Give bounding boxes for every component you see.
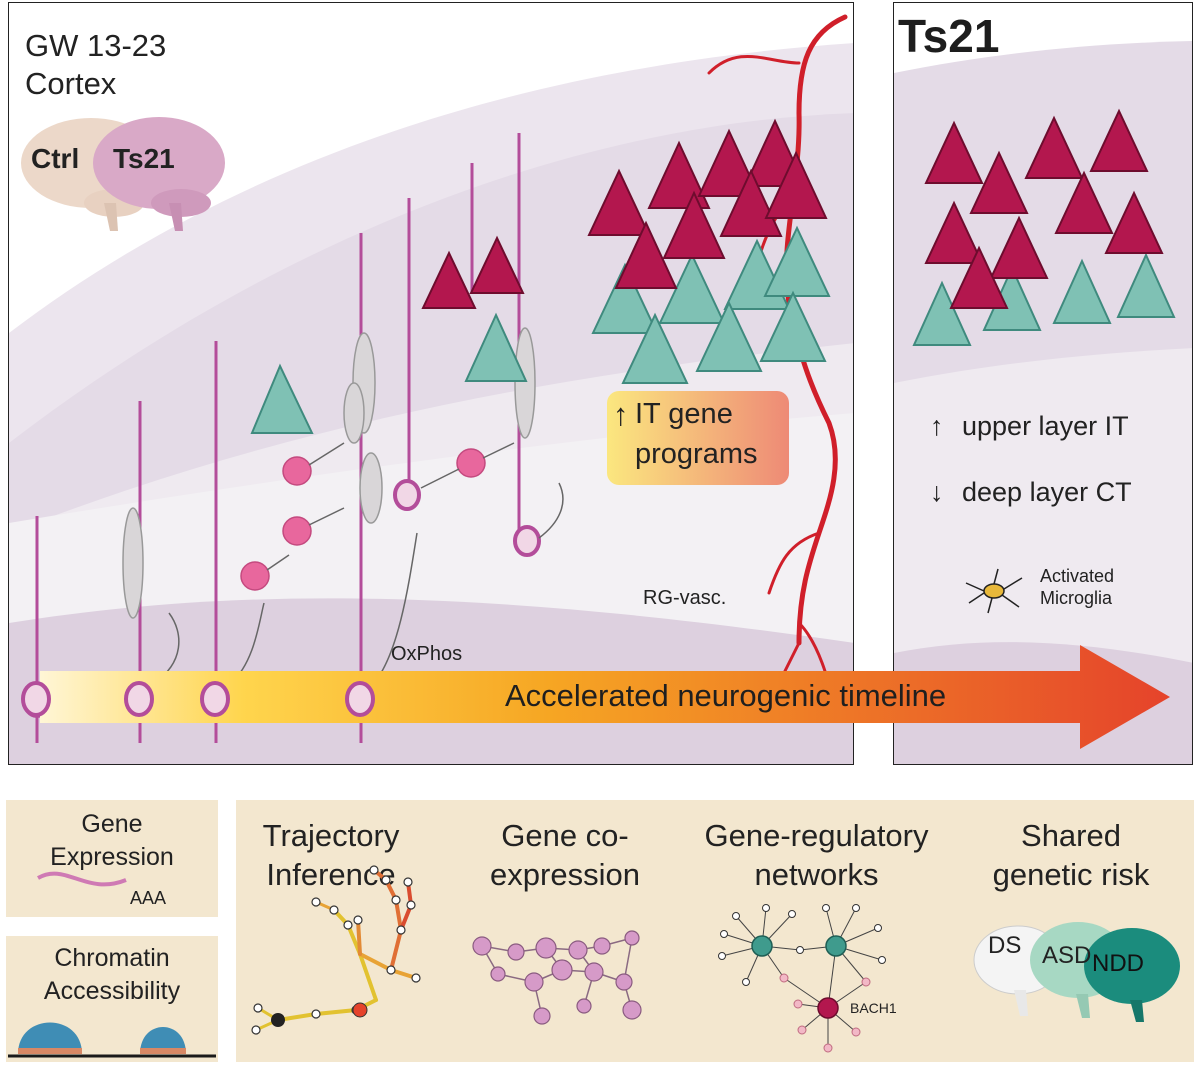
gene-expression-box: Gene Expression AAA	[6, 800, 218, 917]
brain-ts21-icon	[93, 117, 225, 231]
risk-brains-icon	[973, 922, 1180, 1022]
rg-vasc-label: RG-vasc.	[643, 587, 727, 609]
it-gene-line1: IT gene	[635, 398, 733, 430]
deep-layer-ct-label: deep layer CT	[962, 477, 1132, 507]
ts21-illustration	[894, 41, 1192, 764]
it-gene-line2: programs	[635, 438, 758, 470]
method-coexpression-line1: Gene co-	[501, 818, 629, 853]
upper-layer-it-label: upper layer IT	[962, 411, 1129, 441]
method-grn-line2: networks	[754, 857, 879, 892]
trajectory-tree-icon	[251, 865, 421, 1035]
method-trajectory-line1: Trajectory	[262, 818, 400, 853]
mrna-icon	[37, 871, 127, 887]
up-arrow-icon: ↑	[930, 411, 944, 441]
ts21-ct-neurons	[912, 252, 1176, 346]
methods-diagrams	[251, 865, 1180, 1053]
microglia-label-line2: Microglia	[1040, 588, 1113, 608]
it-neurons	[421, 118, 828, 309]
chromatin-line2: Accessibility	[43, 977, 181, 1005]
down-arrow-icon: ↓	[930, 477, 944, 507]
bach1-label: BACH1	[850, 1000, 897, 1016]
chromatin-peaks-icon	[8, 1022, 216, 1058]
aaa-label: AAA	[130, 888, 167, 908]
methods-box: Trajectory Inference Gene co- expression…	[236, 800, 1194, 1062]
chromatin-box: Chromatin Accessibility	[6, 936, 218, 1062]
grn-network-icon	[718, 904, 886, 1053]
title-gw: GW 13-23	[25, 28, 167, 63]
ct-neurons	[250, 225, 831, 434]
ds-label: DS	[988, 932, 1022, 959]
timeline-label: Accelerated neurogenic timeline	[505, 678, 947, 713]
method-risk-line2: genetic risk	[992, 857, 1150, 892]
method-coexpression-line2: expression	[490, 857, 640, 892]
ndd-label: NDD	[1092, 950, 1144, 977]
intermediate-progenitors	[240, 448, 486, 591]
microglia-icon	[965, 568, 1023, 614]
ts21-it-neurons	[924, 108, 1164, 309]
oxphos-label: OxPhos	[391, 643, 463, 665]
migrating-neurons	[122, 327, 536, 619]
ts21-panel: Ts21 ↑ upper layer IT ↓ deep layer CT Ac…	[893, 2, 1193, 765]
gene-expression-line2: Expression	[50, 843, 174, 871]
title-cortex: Cortex	[25, 66, 117, 101]
it-gene-box-bg	[607, 391, 789, 485]
method-grn-line1: Gene-regulatory	[704, 818, 929, 853]
brain-ts21-label: Ts21	[113, 143, 175, 174]
gene-expression-line1: Gene	[81, 810, 143, 838]
it-up-arrow: ↑	[613, 397, 629, 432]
asd-label: ASD	[1042, 942, 1092, 969]
method-risk-line1: Shared	[1021, 818, 1121, 853]
coexpression-network-icon	[472, 930, 642, 1025]
chromatin-line1: Chromatin	[54, 944, 170, 972]
microglia-label-line1: Activated	[1040, 566, 1115, 586]
brain-ctrl-label: Ctrl	[31, 143, 80, 174]
main-panel: GW 13-23 Cortex Ctrl Ts21 ↑ IT gene prog…	[8, 2, 854, 765]
ts21-title: Ts21	[898, 10, 1000, 62]
